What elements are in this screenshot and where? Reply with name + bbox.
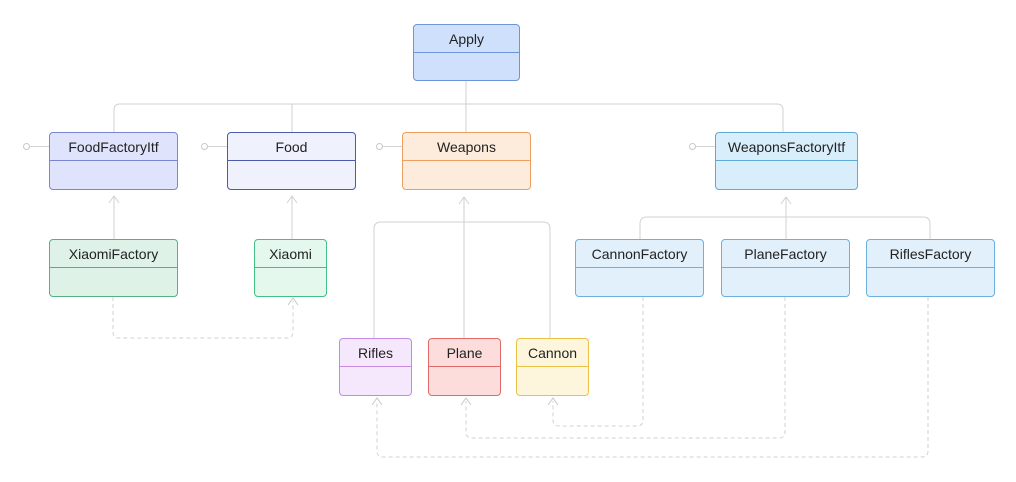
dependency-xiaomi-factory-xiaomi <box>112 297 294 339</box>
port-food-factory-itf[interactable] <box>23 143 30 150</box>
class-node-title: Food <box>228 133 355 161</box>
dependency-rifles-factory-rifles <box>376 297 929 458</box>
port-food[interactable] <box>201 143 208 150</box>
class-node-plane-factory[interactable]: PlaneFactory <box>721 239 850 297</box>
arrowhead-cannon <box>547 397 559 406</box>
connector-apply-children <box>113 81 784 133</box>
class-node-title: PlaneFactory <box>722 240 849 268</box>
class-node-rifles[interactable]: Rifles <box>339 338 412 396</box>
dependency-cannon-factory-cannon <box>552 297 644 427</box>
dependency-plane-factory-plane <box>465 297 786 439</box>
class-node-title: Rifles <box>340 339 411 367</box>
class-node-weapons-factory-itf[interactable]: WeaponsFactoryItf <box>715 132 858 190</box>
class-node-title: Plane <box>429 339 500 367</box>
class-node-cannon[interactable]: Cannon <box>516 338 589 396</box>
class-node-title: CannonFactory <box>576 240 703 268</box>
class-node-xiaomi[interactable]: Xiaomi <box>254 239 327 297</box>
class-node-title: Apply <box>414 25 519 53</box>
arrowhead-rifles <box>371 397 383 406</box>
class-node-xiaomi-factory[interactable]: XiaomiFactory <box>49 239 178 297</box>
port-line-food-factory-itf <box>30 146 49 147</box>
class-node-weapons[interactable]: Weapons <box>402 132 531 190</box>
port-weapons-factory-itf[interactable] <box>689 143 696 150</box>
class-node-title: FoodFactoryItf <box>50 133 177 161</box>
port-line-weapons-factory-itf <box>696 146 715 147</box>
class-node-title: XiaomiFactory <box>50 240 177 268</box>
arrowhead-food-factory <box>108 195 120 204</box>
port-weapons[interactable] <box>376 143 383 150</box>
arrowhead-plane <box>460 397 472 406</box>
class-node-plane[interactable]: Plane <box>428 338 501 396</box>
class-node-title: Cannon <box>517 339 588 367</box>
connector-weapons-factory-implementations <box>639 197 931 240</box>
class-node-title: RiflesFactory <box>867 240 994 268</box>
arrowhead-weapons <box>458 196 470 205</box>
port-line-weapons <box>383 146 402 147</box>
port-line-food <box>208 146 227 147</box>
arrowhead-xiaomi <box>287 297 299 306</box>
class-node-apply[interactable]: Apply <box>413 24 520 81</box>
class-node-cannon-factory[interactable]: CannonFactory <box>575 239 704 297</box>
class-node-food-factory-itf[interactable]: FoodFactoryItf <box>49 132 178 190</box>
arrowhead-food <box>286 195 298 204</box>
class-node-title: Xiaomi <box>255 240 326 268</box>
class-node-title: Weapons <box>403 133 530 161</box>
connector-weapons-implementations <box>373 197 551 340</box>
class-node-food[interactable]: Food <box>227 132 356 190</box>
arrowhead-weapons-factory <box>780 196 792 205</box>
class-node-rifles-factory[interactable]: RiflesFactory <box>866 239 995 297</box>
class-node-title: WeaponsFactoryItf <box>716 133 857 161</box>
